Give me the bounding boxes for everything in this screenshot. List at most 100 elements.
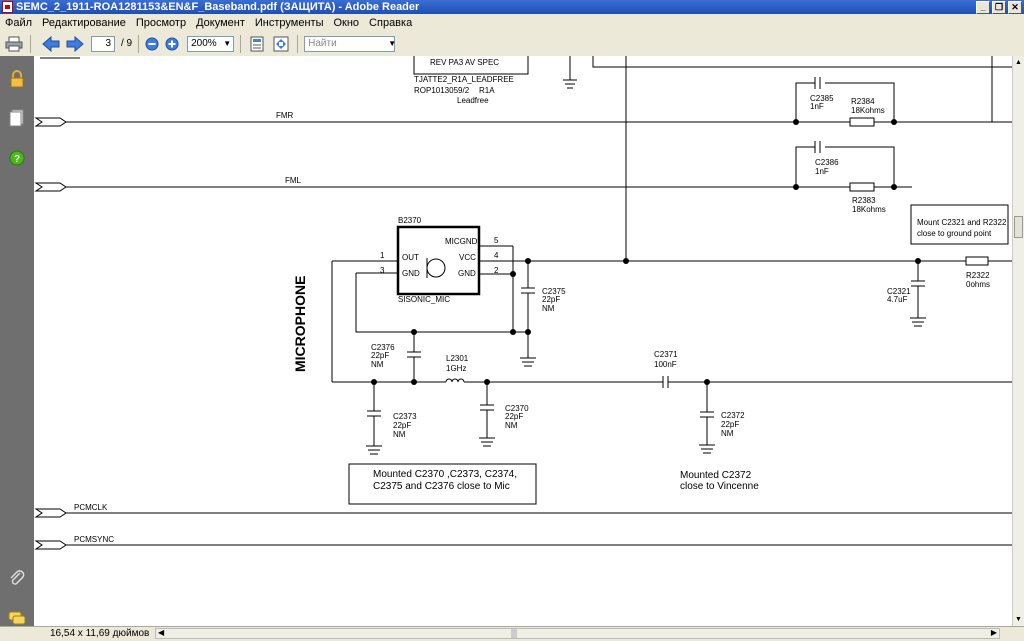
c2385-value: 1nF bbox=[810, 102, 824, 111]
close-button[interactable]: ✕ bbox=[1008, 1, 1022, 14]
junction-dots bbox=[371, 119, 921, 385]
fit-page-button[interactable] bbox=[247, 35, 267, 53]
toolbar-separator bbox=[138, 34, 140, 53]
page-number-input[interactable]: 3 bbox=[91, 35, 115, 52]
comments-button[interactable] bbox=[8, 609, 26, 627]
horizontal-scrollbar[interactable]: ◀ ▶ bbox=[155, 628, 1000, 639]
comments-icon bbox=[8, 611, 26, 625]
r2322-resistor bbox=[965, 256, 989, 266]
c2375-ref: C2375 bbox=[542, 287, 566, 296]
c2386-loop bbox=[795, 146, 895, 187]
mic-note-line2: C2375 and C2376 close to Mic bbox=[373, 481, 510, 492]
schematic-drawing: REV PA3 AV SPEC TJATTE2_R1A_LEADFREE ROP… bbox=[34, 56, 1012, 550]
menu-document[interactable]: Документ bbox=[196, 16, 245, 29]
zoom-in-button[interactable] bbox=[165, 35, 179, 53]
restore-button[interactable]: ❐ bbox=[992, 1, 1006, 14]
mic-pin-out: OUT bbox=[402, 253, 419, 262]
net-label-pcmsync: PCMSYNC bbox=[74, 535, 114, 544]
security-button[interactable] bbox=[8, 70, 26, 88]
minimize-button[interactable]: _ bbox=[976, 1, 990, 14]
c2370-nm: NM bbox=[505, 421, 518, 430]
top-block-line4: R1A bbox=[479, 86, 495, 95]
search-input[interactable]: Найти ▼ bbox=[304, 35, 397, 52]
fit-page-icon bbox=[250, 36, 264, 51]
top-block-line2: TJATTE2_R1A_LEADFREE bbox=[414, 75, 514, 84]
prev-page-icon bbox=[42, 35, 60, 52]
c2371-value: 100nF bbox=[654, 360, 677, 369]
menu-file[interactable]: Файл bbox=[5, 16, 33, 29]
menu-window[interactable]: Окно bbox=[333, 16, 360, 29]
search-placeholder: Найти bbox=[308, 37, 337, 49]
svg-text:?: ? bbox=[14, 154, 20, 165]
pages-button[interactable] bbox=[8, 109, 26, 127]
r2384-resistor bbox=[849, 117, 875, 127]
lock-icon bbox=[10, 70, 24, 88]
scroll-left-icon[interactable]: ◀ bbox=[158, 628, 165, 637]
fmr-port bbox=[34, 117, 67, 127]
net-label-fml: FML bbox=[285, 176, 302, 185]
mic-pin-micgnd: MICGND bbox=[445, 237, 478, 246]
page-total-label: / 9 bbox=[121, 38, 133, 49]
mic-pin-gnd-right: GND bbox=[458, 269, 476, 278]
net-label-pcmclk: PCMCLK bbox=[74, 503, 108, 512]
mic-pin-number-4: 4 bbox=[494, 251, 499, 260]
top-block-line1: REV PA3 AV SPEC bbox=[430, 58, 499, 67]
mic-pin-number-5: 5 bbox=[494, 236, 499, 245]
print-icon bbox=[5, 36, 23, 51]
fit-width-icon bbox=[273, 36, 289, 51]
vertical-scroll-thumb[interactable] bbox=[1014, 216, 1023, 238]
pcmsync-port bbox=[34, 540, 67, 550]
toolbar-separator bbox=[240, 34, 242, 53]
help-button[interactable]: ? bbox=[8, 149, 26, 167]
zoom-out-icon bbox=[145, 37, 159, 50]
mic-ref: B2370 bbox=[398, 216, 422, 225]
top-block-frame bbox=[413, 56, 529, 75]
menu-tools[interactable]: Инструменты bbox=[254, 16, 324, 29]
scroll-right-icon[interactable]: ▶ bbox=[990, 628, 997, 637]
c2376-nm: NM bbox=[371, 360, 384, 369]
l2301-inductor bbox=[445, 378, 465, 383]
page-size-label: 16,54 x 11,69 дюймов bbox=[50, 628, 150, 639]
print-button[interactable] bbox=[4, 35, 24, 53]
zoom-out-button[interactable] bbox=[145, 35, 159, 53]
vertical-scrollbar[interactable]: ▲ ▼ bbox=[1012, 56, 1024, 626]
c2370-ref: C2370 bbox=[505, 404, 529, 413]
fit-width-button[interactable] bbox=[271, 35, 291, 53]
window-title: SEMC_2_1911-ROA1281153&EN&F_Baseband.pdf… bbox=[16, 1, 420, 13]
attachments-button[interactable] bbox=[8, 569, 26, 587]
mic-note-line1: Mounted C2370 ,C2373, C2374, bbox=[373, 469, 517, 480]
c2375-value: 22pF bbox=[542, 295, 560, 304]
c2385-ref: C2385 bbox=[810, 94, 834, 103]
section-title-microphone: MICROPHONE bbox=[292, 276, 308, 372]
menu-help[interactable]: Справка bbox=[369, 16, 413, 29]
r2322-ref: R2322 bbox=[966, 271, 990, 280]
top-block-line3: ROP1013059/2 bbox=[414, 86, 470, 95]
r2383-resistor bbox=[849, 182, 875, 192]
c2375-nm: NM bbox=[542, 304, 555, 313]
document-view[interactable]: REV PA3 AV SPEC TJATTE2_R1A_LEADFREE ROP… bbox=[34, 56, 1012, 626]
scroll-down-icon[interactable]: ▼ bbox=[1015, 616, 1022, 623]
zoom-value: 200% bbox=[191, 37, 217, 49]
chevron-down-icon: ▼ bbox=[388, 38, 397, 48]
toolbar-separator bbox=[297, 34, 299, 53]
l2301-value: 1GHz bbox=[446, 364, 466, 373]
c2373-nm: NM bbox=[393, 430, 406, 439]
prev-page-button[interactable] bbox=[41, 35, 61, 53]
net-label-fmr: FMR bbox=[276, 111, 294, 120]
c2321-ref: C2321 bbox=[887, 287, 911, 296]
next-page-button[interactable] bbox=[65, 35, 85, 53]
r2384-value: 18Kohms bbox=[851, 106, 885, 115]
pages-icon bbox=[9, 109, 24, 127]
mic-symbol bbox=[426, 258, 446, 278]
chevron-down-icon: ▼ bbox=[223, 38, 232, 48]
menu-view[interactable]: Просмотр bbox=[135, 16, 187, 29]
c2386-value: 1nF bbox=[815, 167, 829, 176]
zoom-select[interactable]: 200% ▼ bbox=[187, 35, 235, 52]
c2385-loop bbox=[795, 82, 895, 122]
navigation-pane: ? bbox=[0, 56, 34, 626]
menu-bar: Файл Редактирование Просмотр Документ Ин… bbox=[0, 14, 1024, 31]
vincenne-note-line2: close to Vincenne bbox=[680, 481, 759, 492]
scroll-up-icon[interactable]: ▲ bbox=[1015, 59, 1022, 66]
menu-edit[interactable]: Редактирование bbox=[42, 16, 126, 29]
horizontal-scroll-thumb[interactable] bbox=[511, 629, 517, 638]
